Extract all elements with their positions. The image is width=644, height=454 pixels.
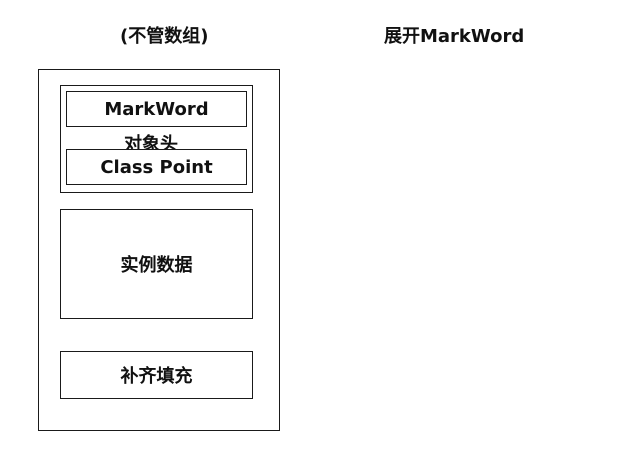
instance-data-label: 实例数据 (120, 255, 193, 276)
class-point-label: Class Point (100, 156, 213, 178)
right-title: 展开MarkWord (384, 26, 525, 47)
padding-box: 补齐填充 (60, 351, 253, 399)
markword-label: MarkWord (104, 98, 209, 120)
padding-label: 补齐填充 (120, 366, 193, 387)
instance-data-box: 实例数据 (60, 209, 253, 319)
class-point-box: Class Point (66, 149, 247, 185)
left-title: (不管数组) (120, 26, 209, 47)
markword-box: MarkWord (66, 91, 247, 127)
